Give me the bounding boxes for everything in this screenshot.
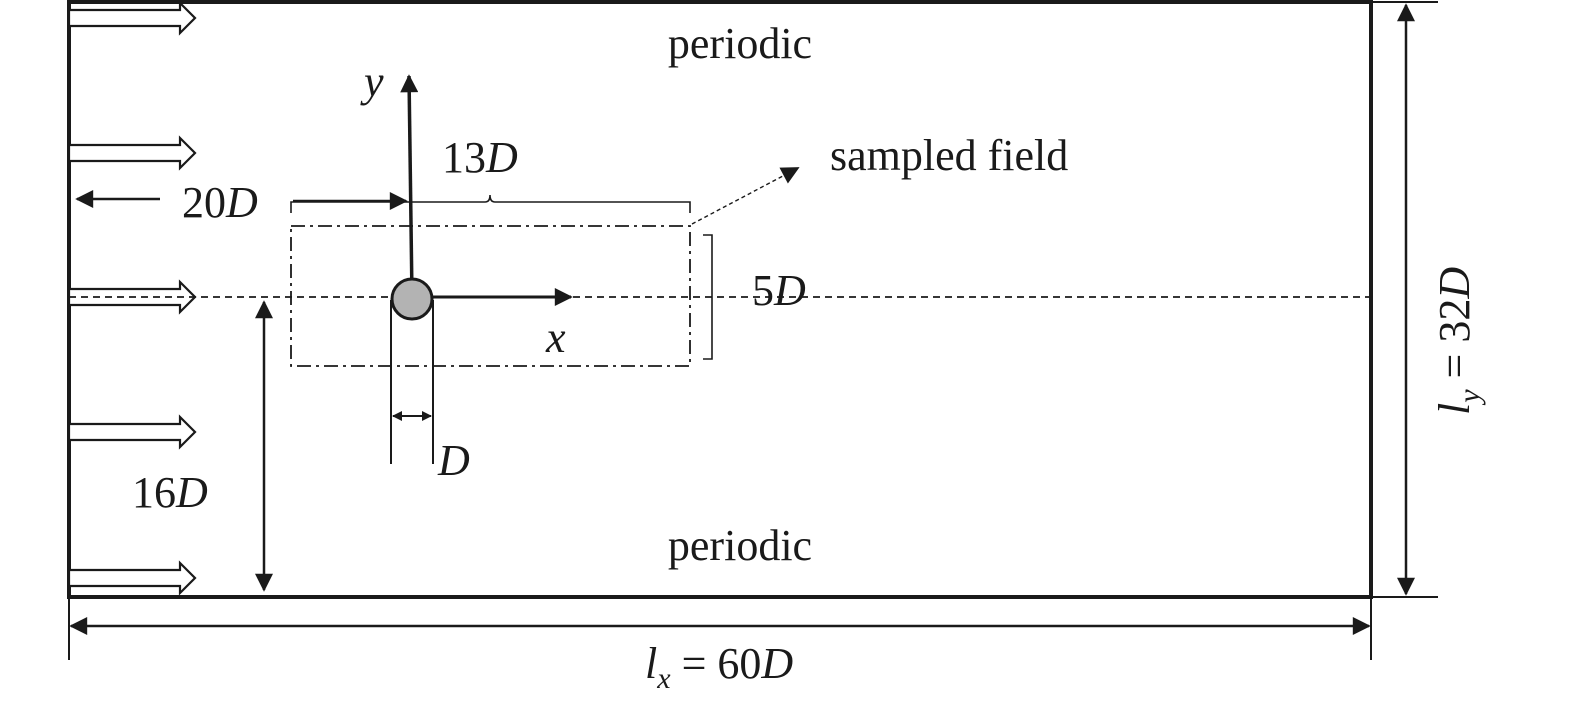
half-height-unit: D bbox=[175, 468, 208, 517]
ly-symbol: l bbox=[1430, 403, 1479, 415]
lx-unit: D bbox=[760, 639, 793, 688]
ly-unit: D bbox=[1430, 267, 1479, 300]
sampled-field-rect bbox=[290, 225, 691, 367]
cylinder bbox=[390, 277, 434, 321]
y-axis-label: y bbox=[360, 57, 384, 106]
lx-label: lx = 60D bbox=[645, 639, 793, 695]
x-axis-label: x bbox=[545, 313, 566, 362]
lx-symbol: l bbox=[645, 639, 657, 688]
sampled-field-leader bbox=[691, 167, 800, 225]
inflow-arrow-4 bbox=[67, 414, 197, 450]
periodic-bottom-label: periodic bbox=[668, 521, 812, 570]
lx-value: = 60 bbox=[671, 639, 762, 688]
field-height-unit: D bbox=[773, 266, 806, 315]
field-height-bracket bbox=[703, 234, 713, 360]
half-height-label: 16D bbox=[132, 468, 208, 517]
ly-subscript: y bbox=[1453, 389, 1486, 406]
field-length-label: 13D bbox=[442, 133, 518, 182]
upstream-length-unit: D bbox=[225, 178, 258, 227]
field-length-brace bbox=[290, 194, 691, 213]
inflow-arrow-1 bbox=[67, 0, 197, 36]
field-length-unit: D bbox=[485, 133, 518, 182]
ly-label: ly = 32D bbox=[1430, 267, 1486, 415]
inflow-arrows bbox=[67, 0, 197, 596]
inflow-arrow-5 bbox=[67, 560, 197, 596]
field-length-value: 13 bbox=[442, 133, 486, 182]
periodic-top-label: periodic bbox=[668, 19, 812, 68]
diameter-label: D bbox=[437, 436, 470, 485]
lx-subscript: x bbox=[656, 662, 671, 695]
half-height-value: 16 bbox=[132, 468, 176, 517]
y-axis bbox=[400, 74, 419, 298]
upstream-length-value: 20 bbox=[182, 178, 226, 227]
ly-value: = 32 bbox=[1430, 299, 1479, 390]
sampled-field-label: sampled field bbox=[830, 131, 1068, 180]
field-height-label: 5D bbox=[752, 266, 806, 315]
inflow-arrow-2 bbox=[67, 135, 197, 171]
field-height-value: 5 bbox=[752, 266, 774, 315]
upstream-length-label: 20D bbox=[182, 178, 258, 227]
